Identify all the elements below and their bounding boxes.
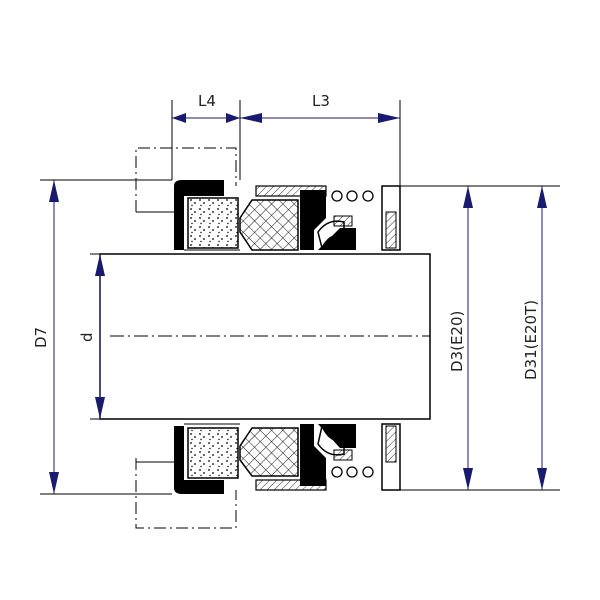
label-d31: D31(E20T)	[522, 300, 540, 380]
rubber-bellows-upper	[300, 190, 326, 250]
dimension-l3: L3	[240, 92, 400, 123]
spring-coil	[331, 466, 343, 478]
spring-coil	[331, 190, 343, 202]
dimension-d31: D31(E20T)	[522, 186, 547, 490]
seal-upper-half	[174, 180, 401, 251]
rotary-ring-lower	[239, 427, 299, 477]
dimension-d: d	[78, 254, 105, 419]
spring-coil	[346, 190, 358, 202]
dimension-d7: D7	[32, 180, 59, 494]
extension-lines	[40, 100, 560, 495]
spring-coil	[362, 190, 374, 202]
dimension-d3: D3(E20)	[448, 186, 473, 490]
label-l4: L4	[198, 92, 216, 110]
stationary-seat-cup-upper	[174, 180, 224, 250]
label-d: d	[78, 332, 96, 342]
stationary-ring-upper	[187, 197, 239, 249]
dimension-l4: L4	[172, 92, 240, 123]
label-d3: D3(E20)	[448, 311, 466, 372]
spring-coil	[346, 466, 358, 478]
label-l3: L3	[312, 92, 330, 110]
rotary-ring-upper	[239, 199, 299, 251]
shaft	[99, 253, 431, 420]
spring-coil	[362, 466, 374, 478]
label-d7: D7	[32, 327, 50, 348]
rubber-bellows-lower	[300, 424, 326, 486]
stationary-ring-lower	[187, 427, 239, 479]
stationary-seat-cup-lower	[174, 426, 224, 494]
seal-lower-half	[174, 423, 401, 494]
